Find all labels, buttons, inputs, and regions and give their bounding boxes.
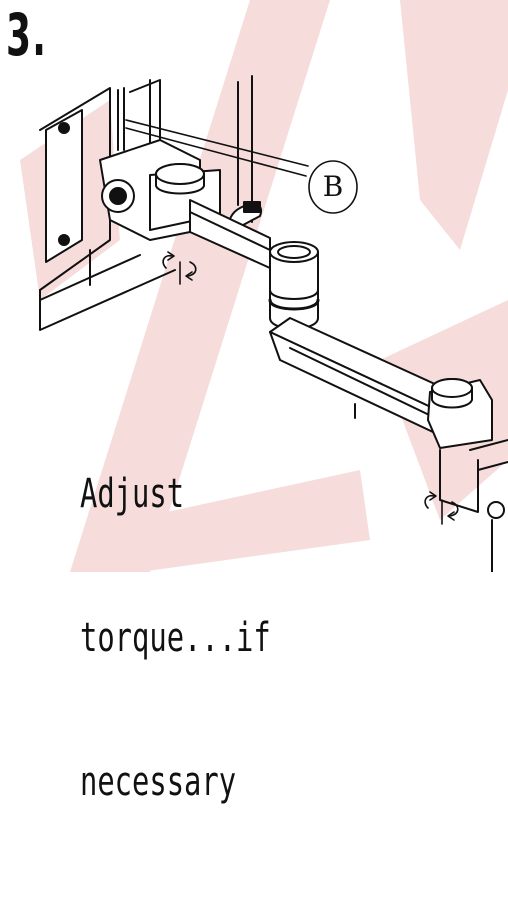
callout-circle (308, 160, 358, 214)
elbow-cylinder (268, 241, 320, 330)
illustration (20, 0, 508, 572)
rotation-arrow-icon (424, 491, 459, 525)
caption-line-2: torque...if (80, 615, 271, 661)
arm-segment-2 (269, 317, 471, 441)
caption-line-1: Adjust (80, 471, 185, 517)
watermark (20, 0, 508, 572)
step-number: 3. (6, 1, 48, 69)
caption-line-3: necessary (80, 759, 237, 805)
instruction-caption: Adjust torque...if necessary (80, 374, 271, 902)
assembly-instruction: 3. B Adjust torque...if necessary (6, 0, 508, 805)
wrist-joint (427, 378, 508, 572)
rotation-arrow-icon (162, 251, 197, 285)
wall-bracket (39, 79, 176, 331)
callout-leader (125, 119, 358, 214)
callout-label-b: B (322, 170, 344, 203)
